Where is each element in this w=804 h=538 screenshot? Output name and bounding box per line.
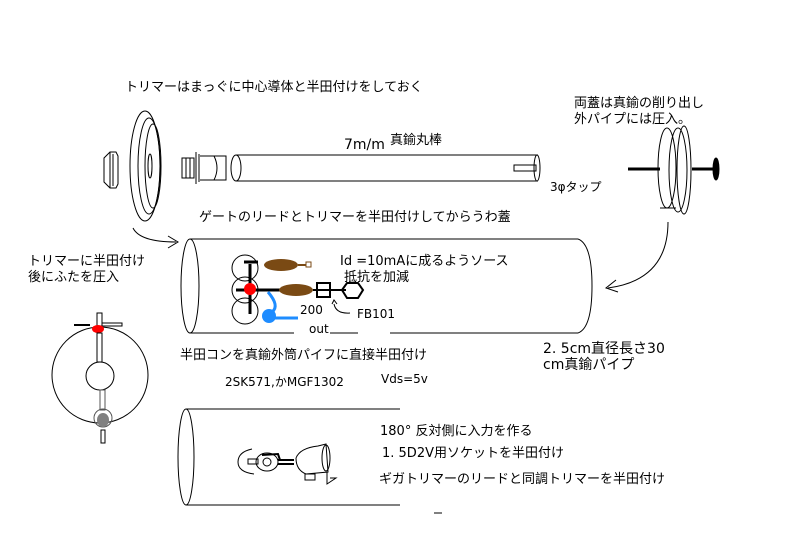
ferrite-bead-label: FB101 (357, 307, 396, 321)
gate-solder-note: ゲートのリードとトリマーを半田付けしてからうわ蓋 (199, 210, 511, 225)
trimmer-lid-disk (129, 110, 162, 222)
pipe-end-view (51, 312, 149, 444)
brass-rod (230, 154, 541, 182)
ferrite-bead (316, 282, 331, 298)
drain-current-note-line2: 抵抗を加減 (344, 270, 410, 285)
feedthrough-terminal (340, 282, 365, 299)
trimmer-body (181, 152, 227, 184)
output-label: out (309, 322, 329, 336)
solder-connector-note: 半田コンを真鍮外筒パイフに直接半田付け (180, 348, 428, 363)
rod-material-label: 真鍮丸棒 (390, 133, 443, 148)
nut-part (103, 151, 119, 189)
vds-label: Vds=5v (381, 372, 428, 386)
lid-note-line2: 外パイプには圧入。 (574, 112, 692, 127)
solder-point (244, 283, 256, 295)
transistor-label: 2SK571,かMGF1302 (225, 375, 344, 389)
rod-size-label: 7m/m (344, 137, 385, 153)
socket-note: 1. 5D2V用ソケットを半田付け (382, 446, 564, 461)
resistor-value-label: 200 (300, 303, 323, 317)
brass-pipe-lower (177, 408, 442, 514)
arrow-left-insert (132, 227, 179, 249)
drain-current-note-line1: Id =10mAに成るようソース (340, 254, 509, 269)
fet-circuit (231, 254, 365, 325)
trimmer-solder-note: トリマーはまっぐに中心導体と半田付けをしておく (125, 80, 423, 95)
left-note-line1: トリマーに半田付け (28, 254, 146, 269)
arrow-right-insert (604, 221, 669, 293)
input-note: 180° 反対側に入力を作る (380, 424, 533, 439)
pipe-spec-line1: 2. 5cm直径長さ30 (543, 341, 665, 357)
resistor-source (279, 284, 313, 296)
end-lid-assembly (628, 125, 720, 215)
pipe-spec-line2: cm真鍮パイプ (543, 357, 635, 373)
output-connector (262, 309, 276, 323)
brass-pipe-upper (180, 238, 593, 334)
trimmer-capacitor-3 (231, 297, 259, 325)
resistor-top (264, 259, 298, 271)
tap-label: 3φタップ (550, 180, 602, 194)
tap-hole (513, 164, 537, 172)
left-note-line2: 後にふたを圧入 (28, 270, 120, 285)
input-socket-assembly (237, 443, 338, 485)
trimmer-capacitor-1 (231, 254, 259, 282)
giga-trimmer-note: ギガトリマーのリードと同調トリマーを半田付け (379, 472, 666, 487)
lid-note-line1: 両蓋は真鍮の削り出し (574, 96, 705, 111)
